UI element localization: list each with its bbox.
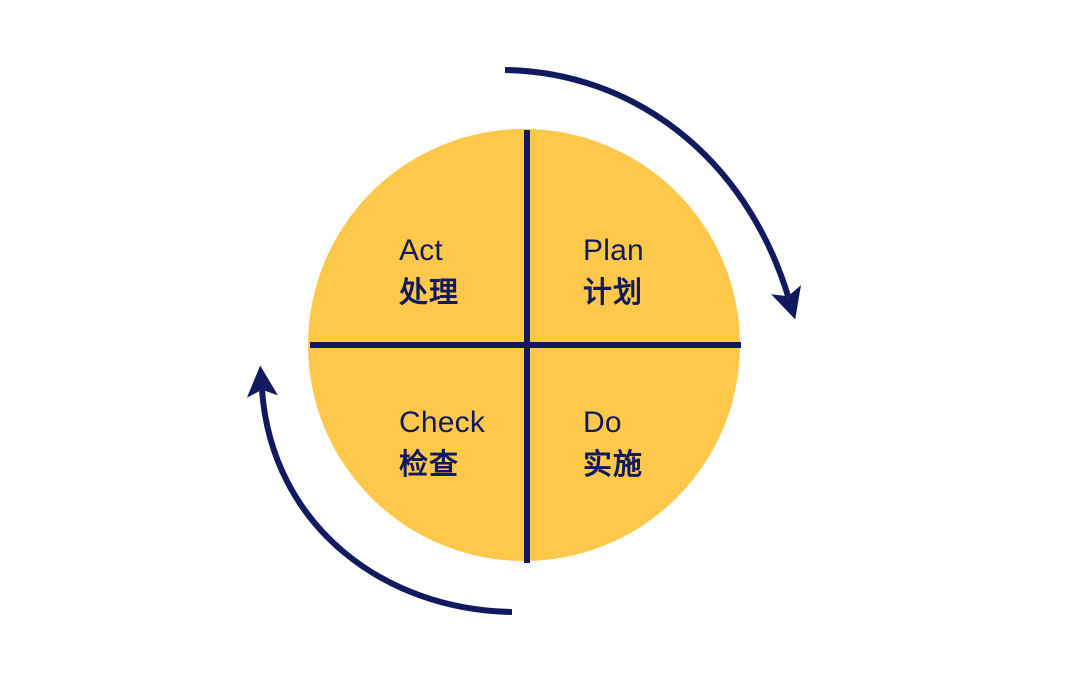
arrow-bottom-left-clockwise <box>246 365 513 615</box>
quadrant-act: Act 处理 <box>398 234 459 309</box>
quadrant-act-label-en: Act <box>399 234 443 267</box>
quadrant-do-label-zh: 实施 <box>583 447 643 481</box>
quadrant-act-label-zh: 处理 <box>398 275 459 309</box>
quadrant-check-label-en: Check <box>399 406 486 439</box>
quadrant-check-label-zh: 检查 <box>399 447 459 481</box>
arrow-top-right-clockwise <box>504 67 801 320</box>
quadrant-plan-label-zh: 计划 <box>583 275 643 309</box>
quadrant-do-label-en: Do <box>583 406 622 439</box>
quadrant-check: Check 检查 <box>399 406 486 481</box>
quadrant-plan: Plan 计划 <box>583 234 644 309</box>
quadrant-plan-label-en: Plan <box>583 234 644 267</box>
quadrant-do: Do 实施 <box>583 406 643 481</box>
